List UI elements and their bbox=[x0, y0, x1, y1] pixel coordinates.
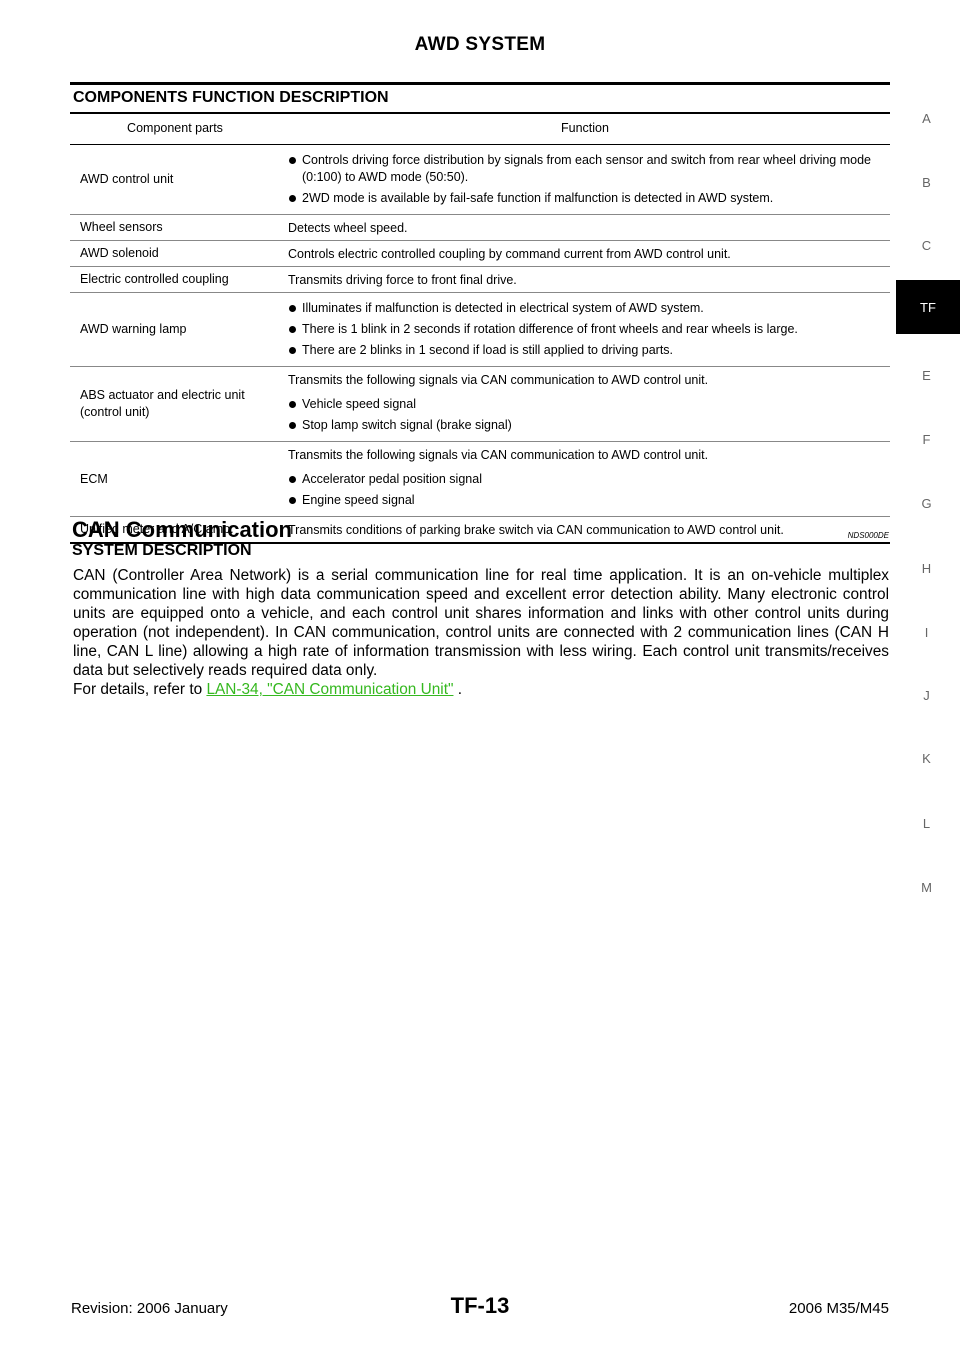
side-index-item[interactable]: K bbox=[922, 751, 931, 766]
list-item-text: There is 1 blink in 2 seconds if rotatio… bbox=[302, 322, 798, 336]
bullet-list: Controls driving force distribution by s… bbox=[288, 145, 884, 214]
list-item: Illuminates if malfunction is detected i… bbox=[288, 300, 884, 317]
list-item: Accelerator pedal position signal bbox=[288, 471, 884, 488]
component-function: Transmits the following signals via CAN … bbox=[280, 441, 890, 517]
can-communication-heading: CAN Communication bbox=[72, 517, 292, 542]
details-prefix: For details, refer to bbox=[73, 681, 207, 698]
component-name: ABS actuator and electric unit (control … bbox=[70, 366, 280, 442]
details-line: For details, refer to LAN-34, "CAN Commu… bbox=[73, 680, 889, 699]
side-index-item[interactable]: A bbox=[922, 111, 931, 126]
bullet-icon bbox=[289, 476, 296, 483]
list-item: Stop lamp switch signal (brake signal) bbox=[288, 417, 884, 434]
side-index-item[interactable]: B bbox=[922, 175, 931, 190]
list-item-text: Illuminates if malfunction is detected i… bbox=[302, 301, 704, 315]
bullet-icon bbox=[289, 157, 296, 164]
footer-revision: Revision: 2006 January bbox=[71, 1300, 228, 1317]
can-paragraph: CAN (Controller Area Network) is a seria… bbox=[73, 567, 889, 679]
table-row: AWD solenoid Controls electric controlle… bbox=[70, 240, 890, 267]
function-intro: Transmits the following signals via CAN … bbox=[288, 373, 709, 387]
component-function: Controls driving force distribution by s… bbox=[280, 144, 890, 215]
footer-model: 2006 M35/M45 bbox=[788, 1300, 889, 1317]
side-index-item[interactable]: F bbox=[922, 432, 931, 447]
list-item-text: Controls driving force distribution by s… bbox=[302, 153, 872, 184]
component-function: Illuminates if malfunction is detected i… bbox=[280, 292, 890, 367]
list-item: Controls driving force distribution by s… bbox=[288, 152, 884, 186]
list-item: 2WD mode is available by fail-safe funct… bbox=[288, 190, 884, 207]
section-heading-components: COMPONENTS FUNCTION DESCRIPTION bbox=[73, 89, 389, 106]
bullet-icon bbox=[289, 422, 296, 429]
details-link[interactable]: LAN-34, "CAN Communication Unit" bbox=[206, 681, 454, 698]
details-suffix: . bbox=[453, 681, 463, 698]
component-name: AWD control unit bbox=[70, 144, 280, 215]
bullet-icon bbox=[289, 195, 296, 202]
section-code: NDS000DE bbox=[847, 531, 889, 540]
list-item-text: 2WD mode is available by fail-safe funct… bbox=[302, 191, 774, 205]
can-description: CAN (Controller Area Network) is a seria… bbox=[73, 566, 889, 699]
table-row: AWD warning lamp Illuminates if malfunct… bbox=[70, 292, 890, 367]
side-index-item-active[interactable]: TF bbox=[896, 280, 960, 334]
components-table-wrap: Component parts Function AWD control uni… bbox=[70, 112, 890, 544]
component-name: AWD warning lamp bbox=[70, 292, 280, 367]
list-item-text: Accelerator pedal position signal bbox=[302, 472, 482, 486]
side-index-item[interactable]: E bbox=[922, 368, 931, 383]
table-row: ABS actuator and electric unit (control … bbox=[70, 366, 890, 442]
side-index-item[interactable]: L bbox=[922, 816, 931, 831]
component-name: Unified meter and A/C amp. bbox=[70, 516, 280, 544]
component-name: Wheel sensors bbox=[70, 214, 280, 241]
table-row: ECM Transmits the following signals via … bbox=[70, 441, 890, 517]
bullet-icon bbox=[289, 347, 296, 354]
list-item-text: Vehicle speed signal bbox=[302, 397, 416, 411]
side-index-item[interactable]: C bbox=[921, 238, 932, 253]
component-name: ECM bbox=[70, 441, 280, 517]
component-function: Transmits the following signals via CAN … bbox=[280, 366, 890, 442]
list-item-text: Engine speed signal bbox=[302, 493, 415, 507]
table-header-row: Component parts Function bbox=[70, 113, 890, 145]
side-index-item[interactable]: J bbox=[923, 688, 930, 703]
list-item: Vehicle speed signal bbox=[288, 396, 884, 413]
table-row: Electric controlled coupling Transmits d… bbox=[70, 266, 890, 293]
system-description-heading: SYSTEM DESCRIPTION bbox=[72, 542, 252, 559]
component-function: Transmits driving force to front final d… bbox=[280, 266, 890, 293]
bullet-list: Accelerator pedal position signal Engine… bbox=[288, 464, 884, 516]
bullet-icon bbox=[289, 305, 296, 312]
side-index-item[interactable]: G bbox=[921, 496, 932, 511]
side-index-item[interactable]: M bbox=[921, 880, 932, 895]
header-rule bbox=[70, 82, 890, 85]
component-function: Detects wheel speed. bbox=[280, 214, 890, 241]
table-row: Wheel sensors Detects wheel speed. bbox=[70, 214, 890, 241]
bullet-icon bbox=[289, 497, 296, 504]
column-header-function: Function bbox=[561, 121, 609, 135]
footer-page-number: TF-13 bbox=[450, 1293, 510, 1318]
list-item: Engine speed signal bbox=[288, 492, 884, 509]
side-index-item[interactable]: I bbox=[924, 625, 929, 640]
component-name: Electric controlled coupling bbox=[70, 266, 280, 293]
bullet-icon bbox=[289, 326, 296, 333]
page-header-title: AWD SYSTEM bbox=[414, 34, 546, 55]
side-index-item[interactable]: H bbox=[921, 561, 932, 576]
list-item: There is 1 blink in 2 seconds if rotatio… bbox=[288, 321, 884, 338]
bullet-icon bbox=[289, 401, 296, 408]
table-row: Unified meter and A/C amp. Transmits con… bbox=[70, 516, 890, 544]
bullet-list: Illuminates if malfunction is detected i… bbox=[288, 293, 884, 366]
list-item: There are 2 blinks in 1 second if load i… bbox=[288, 342, 884, 359]
bullet-list: Vehicle speed signal Stop lamp switch si… bbox=[288, 389, 884, 441]
list-item-text: Stop lamp switch signal (brake signal) bbox=[302, 418, 512, 432]
function-intro: Transmits the following signals via CAN … bbox=[288, 448, 709, 462]
component-function: Controls electric controlled coupling by… bbox=[280, 240, 890, 267]
component-name: AWD solenoid bbox=[70, 240, 280, 267]
component-function: Transmits conditions of parking brake sw… bbox=[280, 516, 890, 544]
column-header-parts: Component parts bbox=[127, 121, 223, 135]
components-table: Component parts Function AWD control uni… bbox=[70, 112, 890, 544]
list-item-text: There are 2 blinks in 1 second if load i… bbox=[302, 343, 674, 357]
table-row: AWD control unit Controls driving force … bbox=[70, 144, 890, 215]
